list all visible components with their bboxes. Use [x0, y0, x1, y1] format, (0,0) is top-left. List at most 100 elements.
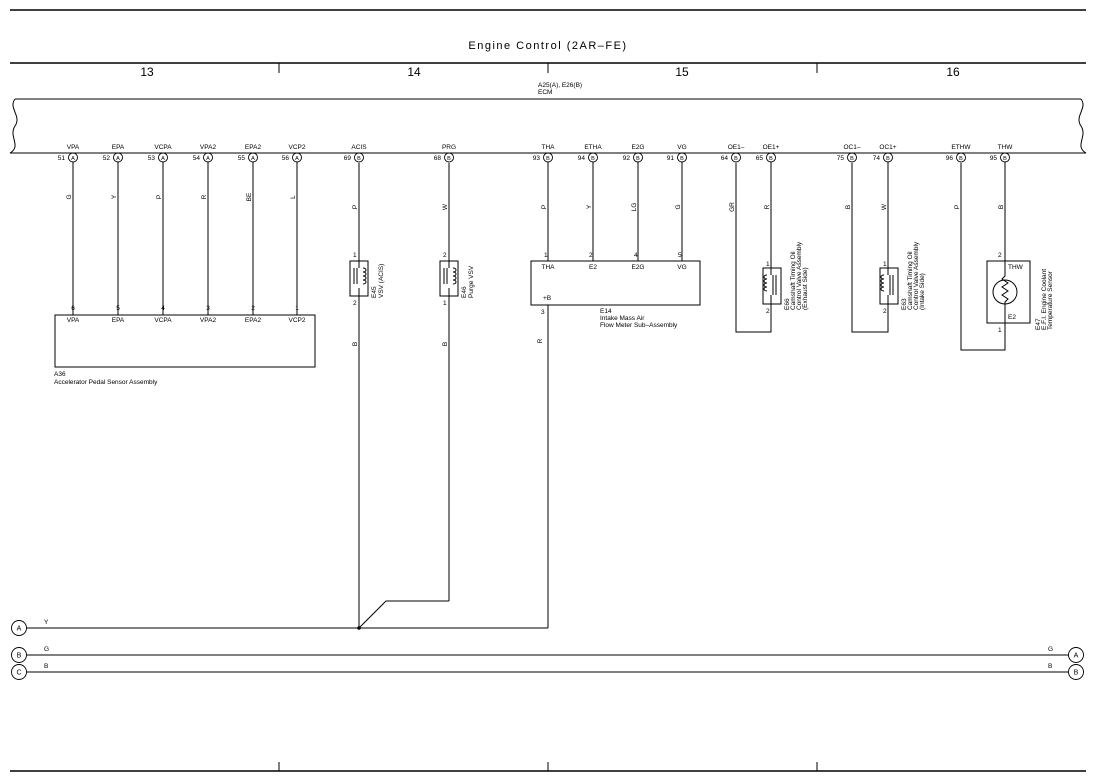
maf-pin-name-tha: THA — [542, 264, 556, 271]
ocv-exhaust-name-line3: (Exhaust Side) — [802, 267, 809, 310]
maf-meter-box — [530, 260, 701, 306]
ocv-intake-id: E63 — [901, 298, 908, 310]
ecm-pin-connector-vpa: A — [71, 156, 75, 162]
ecm-pin-connector-etha: B — [591, 156, 595, 162]
ecm-pin-number-ethw: 96 — [946, 155, 954, 162]
ecm-pin-number-prg: 68 — [434, 155, 442, 162]
purge-vsv-wire-color: B — [442, 342, 449, 346]
purge-vsv-pin-bottom: 1 — [443, 300, 447, 307]
vsv-acis — [349, 163, 369, 628]
ecm-pin-connector-e2g: B — [636, 156, 640, 162]
ecm-pin-name-vcpa: VCPA — [154, 144, 172, 151]
ecm-pin-connector-vpa2: A — [206, 156, 210, 162]
ecm-pin-connector-epa: A — [116, 156, 120, 162]
ocv-exhaust-name-line2: Control Valve Assembly — [796, 241, 803, 310]
ect-sensor — [960, 163, 1031, 351]
accel-pin-name-vcpa: VCPA — [154, 317, 172, 324]
maf-pin-number-4: 4 — [634, 252, 638, 259]
maf-id: E14 — [600, 308, 612, 315]
ocv-exhaust-pin-top: 1 — [766, 261, 770, 268]
section-ticks — [278, 63, 818, 771]
wire-color-oc1: W — [881, 203, 888, 210]
wire-color-acis: P — [352, 205, 359, 209]
ecm-pin-number-epa: 52 — [103, 155, 111, 162]
ecm-pin-number-epa2: 55 — [238, 155, 246, 162]
wire-color-vpa: G — [66, 194, 73, 199]
bus-left-label-b: B — [17, 653, 22, 660]
maf-pin-name-vg: VG — [677, 264, 686, 271]
ecm-pin-connector-oe1: B — [734, 156, 738, 162]
bus-left-terminal-a — [11, 620, 27, 636]
bus-right-wire-color-A: G — [1048, 646, 1053, 653]
wire-color-e2g: LG — [631, 203, 638, 212]
wire-color-vcp2: L — [290, 195, 297, 199]
wire-color-ethw: P — [954, 205, 961, 209]
ecm-pin-name-thw: THW — [998, 144, 1014, 151]
ecm-pin-number-oe1: 64 — [721, 155, 729, 162]
ocv-intake-pin-top: 1 — [883, 261, 887, 268]
accel-pin-number-4: 4 — [161, 305, 165, 312]
ecm-label: ECM — [538, 89, 552, 96]
ect-label-thw: THW — [1008, 264, 1024, 271]
ocv-intake-name-line1: Camshaft Timing Oil — [907, 251, 914, 310]
accel-sensor-id: A36 — [54, 371, 66, 378]
ecm-pin-connector-oe1: B — [769, 156, 773, 162]
ocv-exhaust-name-line1: Camshaft Timing Oil — [790, 251, 797, 310]
ecm-pin-connector-thw: B — [1003, 156, 1007, 162]
bus-left-wire-color-A: Y — [44, 619, 49, 626]
maf-wire-color-below: R — [537, 338, 544, 343]
ecm-pin-number-vpa2: 54 — [193, 155, 201, 162]
wire-color-thw: B — [998, 205, 1005, 209]
purge-vsv-pin-top: 2 — [443, 252, 447, 259]
accel-pin-number-6: 6 — [71, 305, 75, 312]
section-number-14: 14 — [407, 65, 421, 79]
wire-color-etha: Y — [586, 204, 593, 209]
ecm-pin-number-etha: 94 — [578, 155, 586, 162]
ect-pin-bottom: 1 — [998, 327, 1002, 334]
bus-left-wire-color-C: B — [44, 663, 48, 670]
accel-sensor-name: Accelerator Pedal Sensor Assembly — [54, 379, 158, 386]
wire-color-vcpa: P — [156, 195, 163, 199]
ecm-pin-number-thw: 95 — [990, 155, 998, 162]
purge-vsv-id: E46 — [461, 286, 468, 298]
maf-pin-number-5: 5 — [678, 252, 682, 259]
accel-pedal-sensor-box — [54, 314, 316, 368]
ect-id: E47 — [1035, 318, 1042, 330]
ecm-pin-terminal-oc1 — [847, 152, 857, 163]
wire-color-vg: G — [675, 204, 682, 209]
ecm-pin-name-e2g: E2G — [631, 144, 644, 151]
wire-color-oe1: R — [764, 204, 771, 209]
accel-pin-number-1: 1 — [295, 305, 299, 312]
vsv-acis-wire-color: B — [352, 342, 359, 346]
maf-pin-name-e2g: E2G — [631, 264, 644, 271]
wire-color-epa: Y — [111, 194, 118, 199]
wire-color-oc1: B — [845, 205, 852, 209]
bus-right-label-a: A — [1074, 653, 1079, 660]
accel-pin-name-vpa2: VPA2 — [200, 317, 217, 324]
bus-left-wire-color-B: G — [44, 646, 49, 653]
ecm-pin-number-e2g: 92 — [623, 155, 631, 162]
vsv-acis-id: E45 — [371, 286, 378, 298]
maf-pin-3: 3 — [541, 309, 545, 316]
ocv-intake — [851, 163, 899, 333]
bus-right-terminal-b — [1068, 664, 1084, 680]
maf-name-line1: Intake Mass Air — [600, 315, 645, 322]
ocv-exhaust — [735, 163, 782, 333]
ecm-pin-name-ethw: ETHW — [951, 144, 971, 151]
ecm-pin-connector-ethw: B — [959, 156, 963, 162]
bus-a — [27, 626, 548, 630]
ecm-pin-number-tha: 93 — [533, 155, 541, 162]
ecm-pin-connector-oc1: B — [886, 156, 890, 162]
ecm-pin-number-vg: 91 — [667, 155, 675, 162]
bus-right-label-b: B — [1074, 670, 1079, 677]
vsv-acis-name: VSV (ACIS) — [378, 264, 385, 298]
ecm-pin-name-etha: ETHA — [584, 144, 602, 151]
accel-pin-name-vcp2: VCP2 — [289, 317, 306, 324]
section-number-15: 15 — [675, 65, 689, 79]
ecm-pin-connector-epa2: A — [251, 156, 255, 162]
bus-right-terminal-a — [1068, 647, 1084, 663]
ecm-pin-number-vpa: 51 — [58, 155, 66, 162]
wire-color-epa2: BE — [246, 192, 253, 201]
